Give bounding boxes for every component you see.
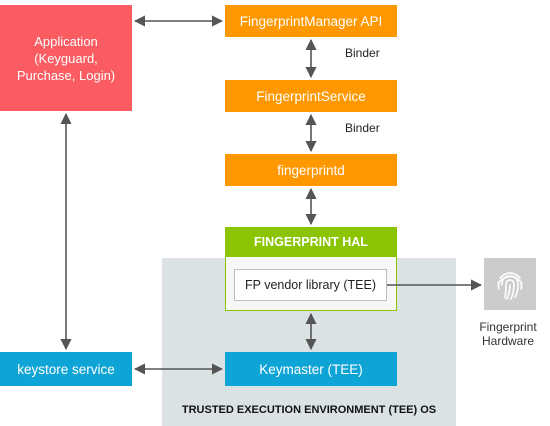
fingerprint-hardware-tile	[484, 258, 536, 310]
fp-vendor-library-label: FP vendor library (TEE)	[244, 278, 377, 292]
application-box: Application (Keyguard, Purchase, Login)	[0, 5, 132, 111]
fingerprint-hal-header: FINGERPRINT HAL	[225, 227, 397, 257]
application-detail-2: Purchase, Login)	[16, 67, 116, 83]
fingerprint-icon	[497, 272, 523, 300]
application-label: Application	[34, 33, 98, 49]
binder-label-2: Binder	[345, 121, 380, 135]
keystore-service-label: keystore service	[17, 361, 115, 377]
fingerprintd-label: fingerprintd	[277, 162, 345, 178]
fingerprint-service-box: FingerprintService	[225, 80, 397, 112]
keymaster-box: Keymaster (TEE)	[225, 352, 397, 386]
fingerprint-service-label: FingerprintService	[256, 88, 366, 104]
fingerprint-hardware-label-2: Hardware	[481, 334, 535, 348]
fingerprintd-box: fingerprintd	[225, 154, 397, 186]
fingerprint-hal-label: FINGERPRINT HAL	[254, 235, 368, 249]
fingerprint-manager-api-label: FingerprintManager API	[239, 13, 383, 29]
fingerprint-hardware-label-1: Fingerprint	[479, 320, 537, 334]
fp-vendor-library-box: FP vendor library (TEE)	[234, 269, 387, 301]
application-detail-1: (Keyguard,	[34, 50, 98, 66]
tee-os-label: TRUSTED EXECUTION ENVIRONMENT (TEE) OS	[181, 404, 437, 416]
binder-label-1: Binder	[345, 46, 380, 60]
keystore-service-box: keystore service	[0, 352, 132, 386]
fingerprint-manager-api-box: FingerprintManager API	[225, 5, 397, 37]
keymaster-label: Keymaster (TEE)	[259, 361, 363, 377]
fingerprint-hardware-label: Fingerprint Hardware	[466, 320, 550, 348]
